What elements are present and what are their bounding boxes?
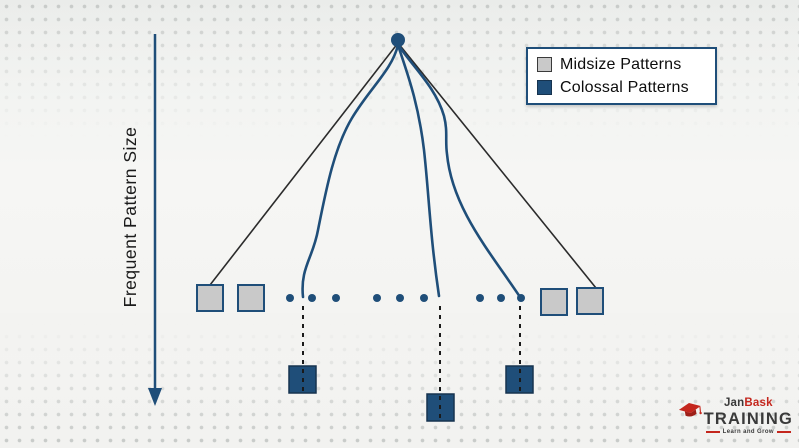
logo-text-block: JanBask TRAINING Learn and Grow [703,397,793,435]
midsize-square [576,287,604,315]
root-node [391,33,405,47]
legend-label-midsize: Midsize Patterns [560,55,682,73]
branch-curve [397,44,522,299]
midsize-swatch-icon [537,57,552,72]
tree-edge [397,42,597,289]
pattern-dot [517,294,525,302]
tree-edge [209,42,399,286]
tagline-dash-right [776,431,791,433]
pattern-dot [396,294,404,302]
legend-item-midsize: Midsize Patterns [537,56,715,74]
legend-label-colossal: Colossal Patterns [560,78,689,96]
pattern-dot [332,294,340,302]
logo-tagline: Learn and Grow [722,429,774,435]
janbask-logo: JanBask TRAINING Learn and Grow [676,397,793,435]
tagline-dash-left [705,431,720,433]
pattern-dot [420,294,428,302]
logo-brand-second: Bask [744,397,773,409]
logo-brand: JanBask [723,397,773,410]
colossal-swatch-icon [537,80,552,95]
logo-tagline-row: Learn and Grow [705,429,791,435]
axis-label: Frequent Pattern Size [120,127,140,308]
pattern-dot [476,294,484,302]
midsize-square [196,284,224,312]
halftone-pattern-bottom [0,313,799,448]
legend-item-colossal: Colossal Patterns [537,79,715,97]
pattern-dot [308,294,316,302]
legend-box: Midsize Patterns Colossal Patterns [526,47,717,105]
axis-arrowhead-icon [148,388,162,406]
pattern-dot [497,294,505,302]
pattern-dot [373,294,381,302]
pattern-dot [286,294,294,302]
midsize-square [540,288,568,316]
logo-name: TRAINING [703,409,793,428]
branch-curve [396,43,441,298]
branch-curve [301,43,400,299]
logo-brand-first: Jan [723,397,745,409]
graduation-cap-icon [676,399,704,430]
midsize-square [237,284,265,312]
